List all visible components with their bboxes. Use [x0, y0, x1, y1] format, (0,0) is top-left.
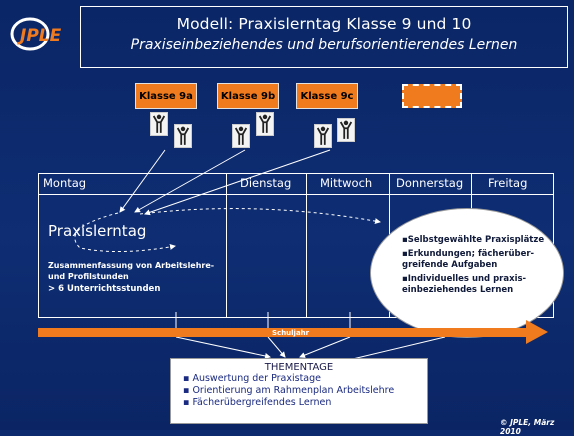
student-figure-icon — [232, 124, 250, 148]
student-figure-icon — [314, 124, 332, 148]
student-figure-icon — [174, 124, 192, 148]
callout-item: ▪Individuelles und praxis- — [402, 274, 527, 284]
day-donnerstag: Donnerstag — [396, 176, 464, 190]
day-freitag: Freitag — [488, 176, 528, 190]
week-table-header-row — [38, 173, 554, 195]
schuljahr-arrow — [38, 328, 528, 337]
callout-item: greifende Aufgaben — [402, 260, 498, 270]
summary-text: Zusammenfassung von Arbeitslehre- und Pr… — [48, 261, 214, 282]
schuljahr-label: Schuljahr — [272, 329, 310, 337]
class-box-9c: Klasse 9c — [296, 83, 358, 109]
jple-logo: JPLE — [8, 16, 68, 52]
thementage-item: ▪ Auswertung der Praxistage — [183, 373, 321, 384]
logo-text: JPLE — [17, 26, 62, 46]
title-line-2: Praxiseinbeziehendes und berufsorientier… — [130, 37, 518, 53]
day-mittwoch: Mittwoch — [320, 176, 373, 190]
class-box-9a: Klasse 9a — [135, 83, 197, 109]
callout-text: ▪Selbstgewählte Praxisplätze ▪Erkundunge… — [402, 235, 544, 296]
callout-item: ▪Erkundungen; fächerüber- — [402, 249, 535, 259]
student-figure-icon — [256, 112, 274, 136]
table-divider — [306, 173, 307, 318]
callout-item: ▪Selbstgewählte Praxisplätze — [402, 235, 545, 245]
title-box: Modell: Praxislerntag Klasse 9 und 10 Pr… — [80, 6, 568, 68]
summary-line-3: > 6 Unterrichtsstunden — [48, 284, 161, 294]
praxislerntag-label: Praxislerntag — [48, 222, 147, 240]
callout-item: einbeziehendes Lernen — [402, 285, 514, 295]
thementage-item: ▪ Fächerübergreifendes Lernen — [183, 397, 332, 408]
day-dienstag: Dienstag — [240, 176, 292, 190]
callout-ellipse — [370, 208, 564, 338]
table-divider — [226, 173, 227, 318]
thementage-title: THEMENTAGE — [264, 362, 334, 373]
schuljahr-arrowhead — [526, 320, 548, 344]
thementage-item: ▪ Orientierung am Rahmenplan Arbeitslehr… — [183, 385, 395, 396]
summary-line-1: Zusammenfassung von Arbeitslehre- — [48, 261, 215, 270]
title-line-1: Modell: Praxislerntag Klasse 9 und 10 — [176, 15, 472, 33]
summary-line-2: und Profilstunden — [48, 271, 129, 281]
empty-class-box — [402, 84, 462, 108]
day-montag: Montag — [43, 176, 87, 190]
copyright-note: © JPLE, März 2010 — [500, 418, 555, 436]
thementage-box: THEMENTAGE ▪ Auswertung der Praxistage ▪… — [170, 358, 428, 424]
class-box-9b: Klasse 9b — [217, 83, 279, 109]
student-figure-icon — [337, 118, 355, 142]
student-figure-icon — [150, 112, 168, 136]
